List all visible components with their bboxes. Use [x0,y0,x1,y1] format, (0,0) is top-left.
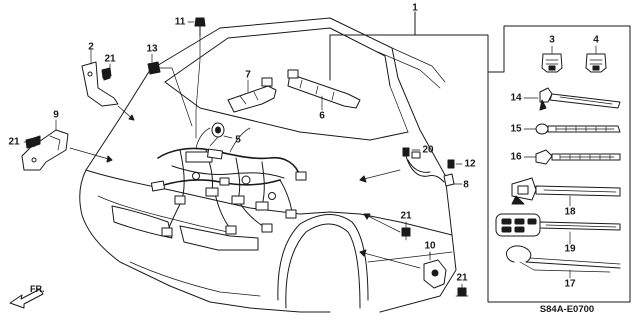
part-16-tie-band [535,149,621,165]
callout-6: 6 [319,111,325,122]
front-direction-label: FR. [30,284,45,294]
callout-13: 13 [146,44,158,55]
callout-12: 12 [464,159,476,170]
callout-18: 18 [564,207,576,218]
part-18-clip-tie [511,177,621,205]
part-20-12-8-sensor [402,147,455,187]
part-15-tie-band [535,123,621,135]
callout-2: 2 [88,42,94,53]
diagram-code: S84A-E0700 [540,304,594,315]
leader-lines [23,11,597,289]
callout-9: 9 [53,110,59,121]
callout-4: 4 [593,35,599,46]
bolt-21-d [455,287,469,297]
callout-numbers: 1 2 3 4 5 6 7 8 9 10 11 12 13 14 15 16 1… [8,3,599,290]
part-5-grommet [209,122,225,147]
bolt-21-b [25,137,36,149]
part-6-harness [287,69,361,109]
part-4-clip [585,53,607,73]
callout-box-1 [329,11,631,303]
part-13-clip [147,61,193,127]
callout-20: 20 [422,145,434,156]
callout-11: 11 [175,17,186,28]
callout-17: 17 [564,279,576,290]
front-direction-arrow: FR. [9,284,45,309]
part-10-bracket [423,251,447,289]
callout-3: 3 [549,35,555,46]
part-19-tie [495,213,621,237]
callout-16: 16 [510,152,522,163]
bolt-21-c [401,227,411,241]
callout-1: 1 [412,3,418,14]
part-7-harness [227,77,277,113]
callout-7: 7 [245,70,251,81]
part-3-clip [541,53,563,73]
callout-21-b: 21 [8,137,20,148]
car-body [79,17,457,313]
callout-5: 5 [235,135,241,146]
callout-21-c: 21 [400,211,412,222]
callout-10: 10 [424,241,436,252]
engine-wire-harness [150,127,307,237]
callout-14: 14 [510,93,522,104]
callout-15: 15 [510,124,522,135]
callout-19: 19 [564,244,576,255]
callout-21-a: 21 [104,54,116,65]
callout-8: 8 [463,180,469,191]
part-11-stud [194,17,206,139]
part-14-tie-band [539,87,621,111]
bolt-21-a [101,67,112,79]
part-17-clamp [506,245,621,273]
callout-21-d: 21 [456,273,468,284]
part-9-bracket [21,123,69,171]
